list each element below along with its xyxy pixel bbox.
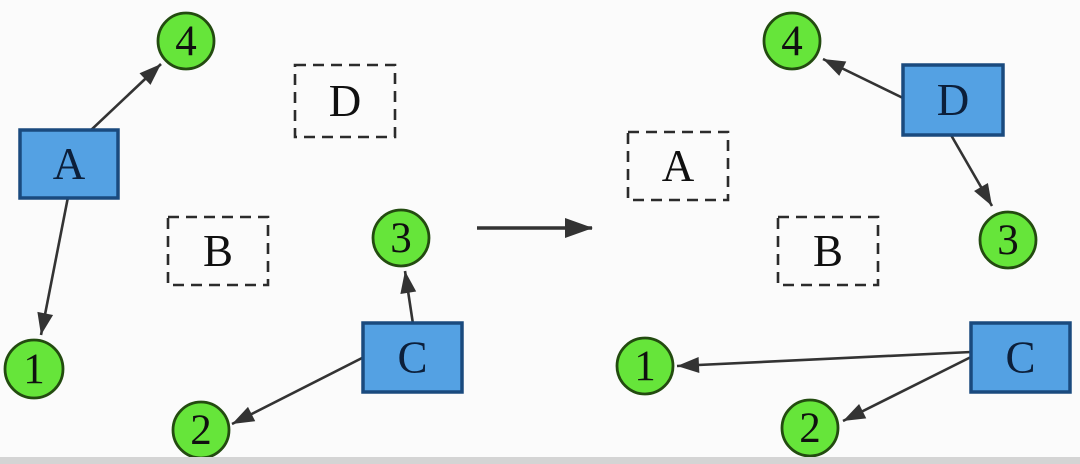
dashed-box-d	[293, 63, 397, 139]
node-circle-1	[3, 338, 65, 400]
node-label-3: 3	[997, 217, 1019, 264]
box-c	[361, 321, 464, 394]
box-label-b: B	[203, 226, 233, 276]
box-label-a: A	[662, 141, 695, 191]
dashed-box-b	[166, 215, 270, 287]
arrow-C-to-1	[676, 350, 972, 373]
node-label-1: 1	[634, 343, 656, 390]
arrow-D-to-3	[949, 134, 994, 207]
arrow-C-to-3	[400, 270, 417, 325]
arrow-A-to-1	[37, 196, 70, 336]
box-a	[18, 128, 120, 200]
box-label-a: A	[53, 139, 86, 189]
box-label-c: C	[397, 333, 427, 383]
node-circle-4	[156, 11, 216, 71]
arrow-C-to-2	[842, 355, 972, 423]
panel-right: D A B C 4 3 1 2	[615, 11, 1072, 458]
node-circle-4	[762, 11, 822, 71]
box-label-d: D	[937, 75, 970, 125]
node-label-4: 4	[175, 18, 197, 65]
arrow-A-to-4	[89, 63, 162, 132]
node-label-4: 4	[781, 18, 803, 65]
panel-left: A D B C 4 3 1 2	[3, 11, 464, 460]
arrow-D-to-4	[822, 57, 904, 100]
node-circle-3	[978, 210, 1038, 270]
box-c	[969, 321, 1072, 394]
box-d	[901, 63, 1005, 137]
arrow-C-to-2	[231, 355, 365, 426]
box-label-c: C	[1005, 333, 1035, 383]
node-label-2: 2	[190, 407, 212, 454]
box-label-d: D	[329, 76, 362, 126]
bottom-border-strip	[0, 457, 1080, 464]
node-label-3: 3	[390, 215, 412, 262]
node-label-2: 2	[799, 405, 821, 452]
box-label-b: B	[813, 226, 843, 276]
dashed-box-b	[776, 215, 880, 287]
node-label-1: 1	[23, 346, 45, 393]
node-circle-1	[615, 336, 675, 396]
dashed-box-a	[626, 130, 730, 202]
node-circle-2	[780, 398, 840, 458]
node-circle-3	[371, 208, 431, 268]
